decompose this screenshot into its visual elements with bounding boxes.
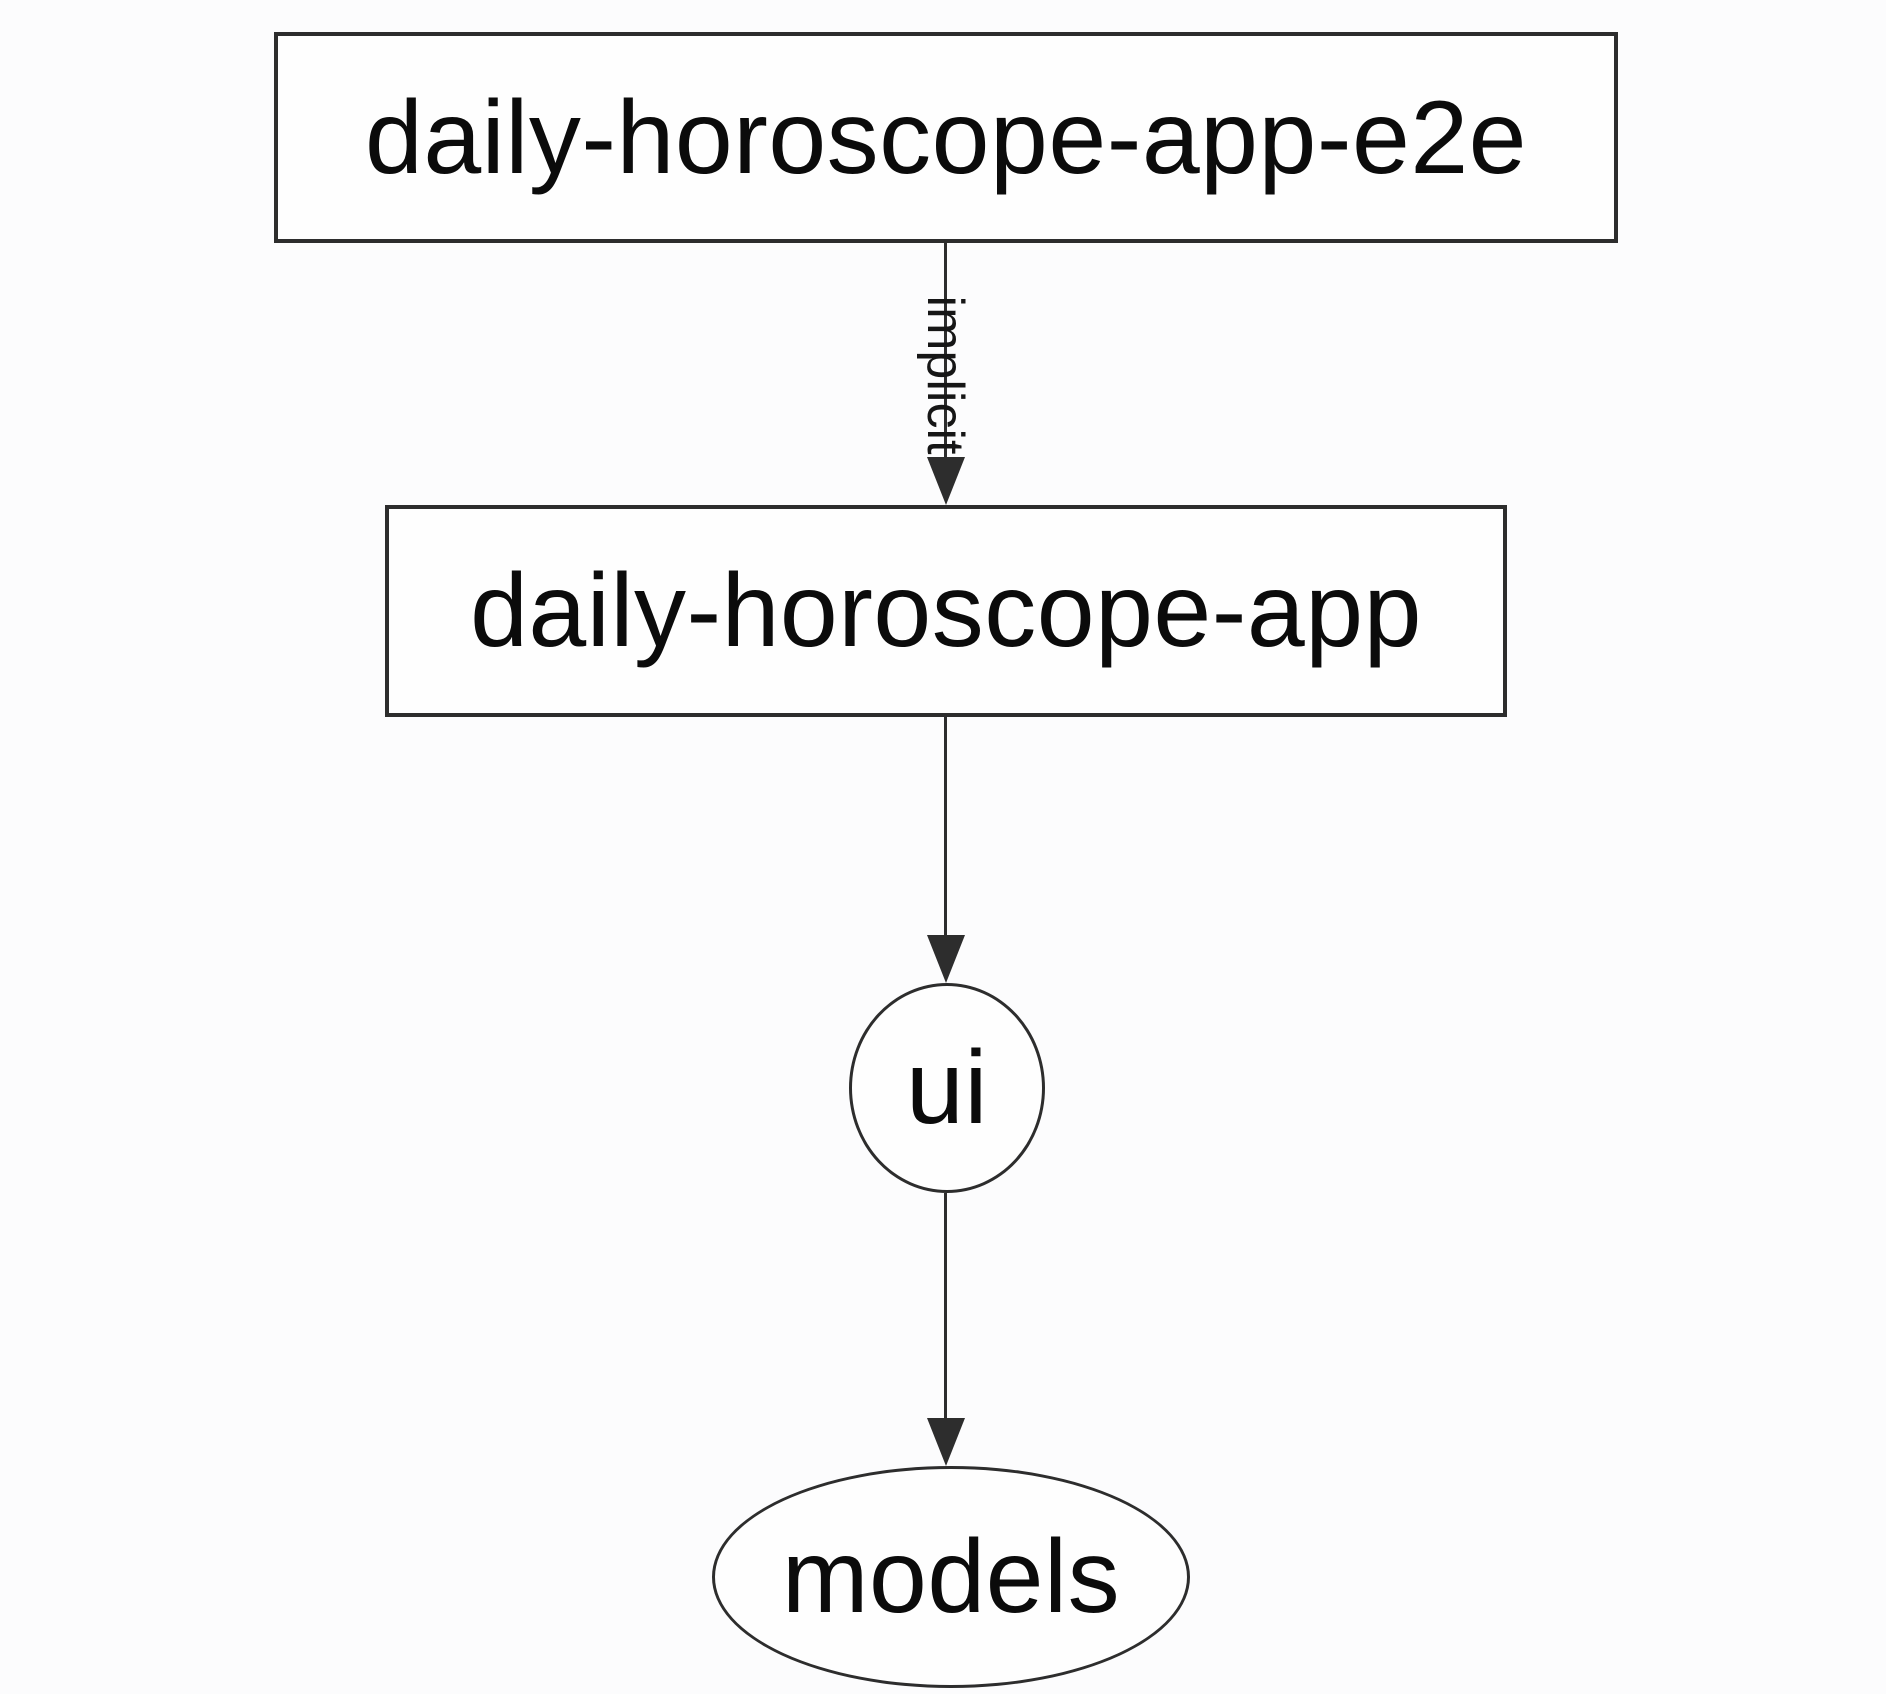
node-models[interactable]: models: [712, 1466, 1190, 1688]
node-label: daily-horoscope-app-e2e: [365, 79, 1527, 196]
node-label: ui: [906, 1030, 988, 1146]
arrowhead-down-icon: [927, 457, 965, 505]
edge-e2e-to-app-line: [944, 243, 947, 457]
edge-app-to-ui-line: [944, 717, 947, 935]
edge-implicit-label: implicit: [916, 295, 974, 455]
node-label: daily-horoscope-app: [470, 553, 1422, 669]
node-daily-horoscope-app[interactable]: daily-horoscope-app: [385, 505, 1507, 717]
arrowhead-down-icon: [927, 1418, 965, 1466]
arrowhead-down-icon: [927, 935, 965, 983]
node-daily-horoscope-app-e2e[interactable]: daily-horoscope-app-e2e: [274, 32, 1618, 243]
edge-ui-to-models-line: [944, 1193, 947, 1418]
node-label: models: [781, 1519, 1121, 1635]
node-ui[interactable]: ui: [849, 983, 1045, 1193]
